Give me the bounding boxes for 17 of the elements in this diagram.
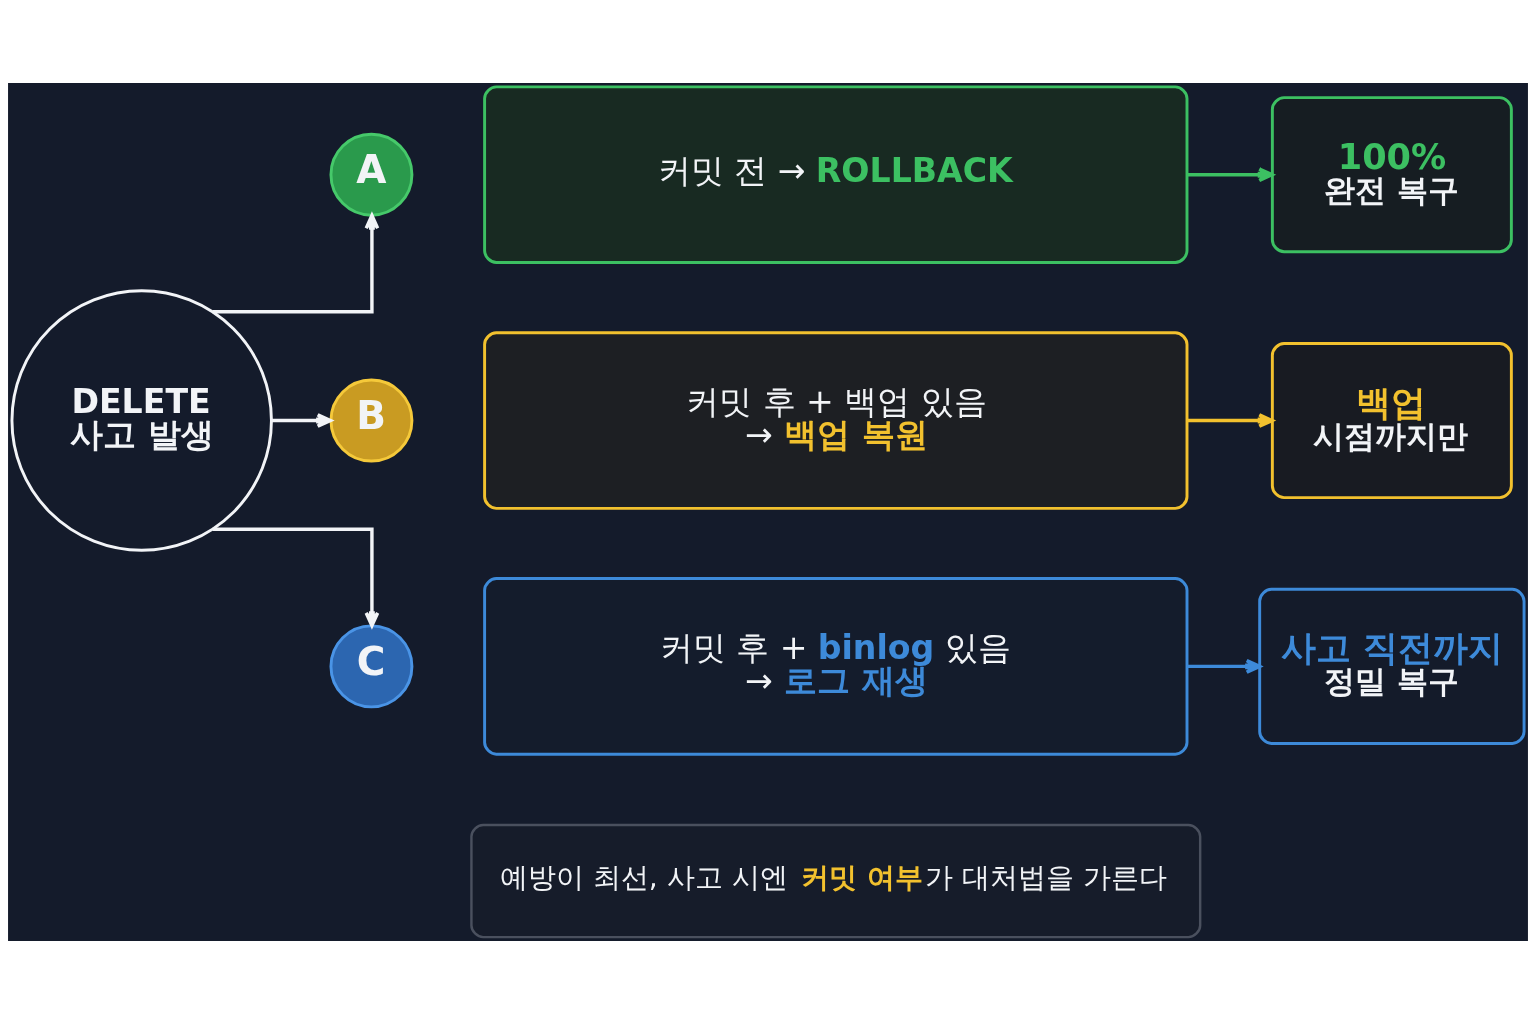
node-box: 사고 직전까지 정밀 복구: [1258, 587, 1526, 745]
node-box: 커밋 전 → ROLLBACK: [483, 85, 1189, 264]
node-box: 커밋 후 + 백업 있음 → 백업 복원: [483, 331, 1189, 510]
node-box: 예방이 최선, 사고 시엔 커밋 여부가 대처법을 가른다: [470, 823, 1202, 939]
arrow: [1187, 413, 1274, 428]
node-circle: C: [329, 624, 414, 709]
arrow: [271, 413, 333, 428]
node-box: 100% 완전 복구: [1270, 96, 1513, 254]
arrow: [212, 527, 380, 628]
node-circle: A: [329, 132, 414, 217]
arrow: [1187, 167, 1274, 183]
arrow: [1187, 658, 1262, 674]
node-circle: B: [329, 378, 414, 463]
node-box: 백업 시점까지만: [1270, 342, 1513, 500]
node-box: 커밋 후 + binlog 있음 → 로그 재생: [483, 577, 1189, 756]
arrow: [212, 213, 380, 314]
node-circle: DELETE 사고 발생: [10, 289, 273, 552]
